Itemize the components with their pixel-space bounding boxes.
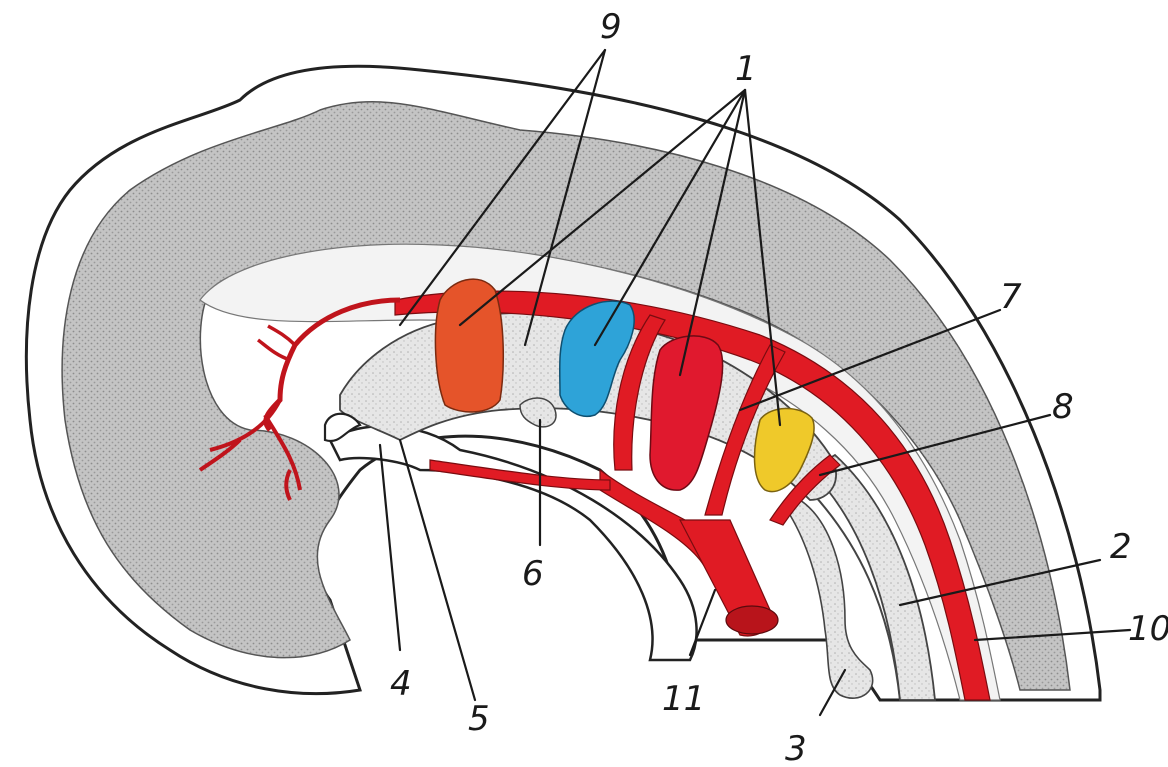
label-9: 9	[600, 7, 622, 47]
label-4: 4	[390, 664, 412, 704]
label-7: 7	[1000, 277, 1022, 317]
label-5: 5	[468, 699, 490, 739]
label-10: 10	[1128, 609, 1168, 649]
thyroid-diverticulum	[520, 398, 556, 427]
label-3: 3	[785, 729, 807, 767]
label-11: 11	[662, 679, 705, 719]
label-1: 1	[735, 49, 757, 89]
pharyngeal-arch-red	[650, 336, 723, 490]
label-8: 8	[1052, 387, 1074, 427]
leader-4	[380, 445, 400, 650]
leader-5	[400, 440, 475, 700]
label-2: 2	[1110, 527, 1132, 567]
outflow-opening	[726, 606, 778, 634]
ventral-body-wall	[330, 426, 697, 660]
label-6: 6	[522, 554, 544, 594]
